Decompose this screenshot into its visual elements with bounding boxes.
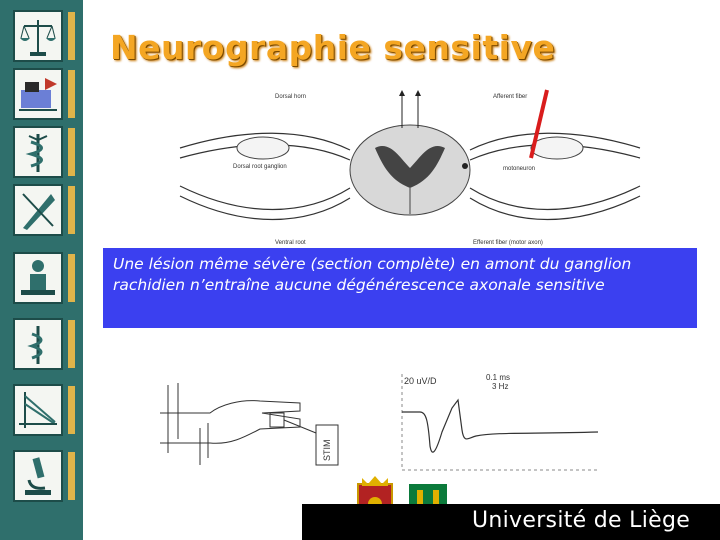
sidebar xyxy=(0,0,83,540)
hand-stimulation-diagram: STIM xyxy=(160,383,339,466)
label-afferent-fiber: Afferent fiber xyxy=(493,94,527,100)
label-motoneuron: motoneuron xyxy=(503,166,535,172)
caption-box: Une lésion même sévère (section complète… xyxy=(103,248,697,328)
quill-icon[interactable] xyxy=(13,184,75,236)
stim-box xyxy=(315,424,339,466)
lecture-icon[interactable] xyxy=(13,68,75,120)
recording-time: 0.1 ms xyxy=(486,373,510,382)
lesion-mark xyxy=(529,89,549,159)
footer-bar: Université de Liège xyxy=(302,504,720,540)
figure-icon[interactable] xyxy=(13,252,75,304)
university-name: Université de Liège xyxy=(472,508,691,533)
stim-label: STIM xyxy=(322,440,332,462)
label-dorsal-horn: Dorsal horn xyxy=(275,94,306,100)
label-dorsal-root-ganglion: Dorsal root ganglion xyxy=(233,164,287,170)
label-efferent-fiber: Efferent fiber (motor axon) xyxy=(473,240,543,246)
staff-of-asclepius-icon[interactable] xyxy=(13,318,75,370)
caduceus-icon[interactable] xyxy=(13,126,75,178)
nerve-recording-trace: 20 uV/D 0.1 ms 3 Hz xyxy=(401,373,599,471)
recording-frequency: 3 Hz xyxy=(492,382,508,391)
scales-icon[interactable] xyxy=(13,10,75,62)
label-ventral-root: Ventral root xyxy=(275,240,306,246)
caption-text: Une lésion même sévère (section complète… xyxy=(113,255,632,294)
bridge-icon[interactable] xyxy=(13,384,75,436)
slide-title: Neurographie sensitive xyxy=(110,28,556,67)
microscope-icon[interactable] xyxy=(13,450,75,502)
recording-scale: 20 uV/D xyxy=(404,376,437,386)
spinal-cord-diagram: Dorsal horn Afferent fiber Dorsal root g… xyxy=(179,89,641,246)
